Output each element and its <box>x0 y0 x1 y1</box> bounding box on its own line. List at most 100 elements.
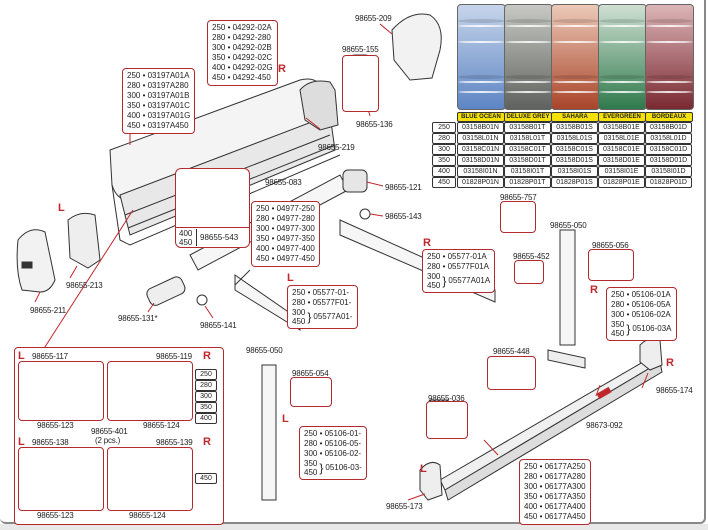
roller-tube-codes: 250 • 04977-250 280 • 04977-280 300 • 04… <box>251 201 320 267</box>
fabric-stripe <box>552 19 599 23</box>
part-label: 98655-143 <box>385 212 422 221</box>
fabric-stripe <box>458 25 505 27</box>
fabric-stripe <box>646 81 693 83</box>
fabric-code-cell: 03158B01T <box>504 122 551 133</box>
part-label: 98655-211 <box>30 306 66 315</box>
part-label: 98655-448 <box>493 347 530 356</box>
fabric-code-cell: 03158I01N <box>457 166 504 177</box>
end-cap-117-box <box>18 361 104 421</box>
size-cell: 250 <box>432 122 456 133</box>
fabric-stripe <box>646 25 693 27</box>
color-name: SAHARA <box>551 112 599 122</box>
part-label: 98655-136 <box>356 120 393 129</box>
fabric-stripe <box>552 75 599 79</box>
fabric-stripe <box>552 81 599 83</box>
size-cell: 400 <box>195 413 217 424</box>
fabric-code-cell: 03158C01T <box>504 144 551 155</box>
part-label: 98655-155 <box>342 45 379 54</box>
side-marker-right: R <box>590 284 598 296</box>
motor-callout-box <box>342 55 379 112</box>
fabric-code-cell: 03158D01E <box>598 155 645 166</box>
part-label: 98655-209 <box>355 14 392 23</box>
part-label: 98655-083 <box>265 178 302 187</box>
fabric-code-cell: 03158I01T <box>504 166 551 177</box>
front-rail-codes: 250 • 06177A250 280 • 06177A280 300 • 06… <box>519 459 591 525</box>
color-name: BORDEAUX <box>645 112 693 122</box>
fabric-code-cell: 03158I01E <box>598 166 645 177</box>
size-cell: 300 <box>195 391 217 402</box>
fabric-stripe <box>458 81 505 83</box>
left-leg-drawing <box>261 364 277 501</box>
fabric-code-cell: 03158D01T <box>504 155 551 166</box>
fabric-stripe <box>599 25 646 27</box>
side-marker-right: R <box>278 63 286 75</box>
part-label: 98655-452 <box>513 252 550 261</box>
color-name: DELUXE GREY <box>504 112 552 122</box>
fabric-code-cell: 03158C01D <box>645 144 692 155</box>
end-cap-138-box <box>18 447 104 511</box>
size-cell: 300 <box>432 144 456 155</box>
side-marker-left: L <box>420 463 427 475</box>
part-label: 98655-054 <box>292 369 329 378</box>
fabric-stripe <box>646 91 693 93</box>
size-cell: 350 <box>432 155 456 166</box>
fabric-stripe <box>458 41 505 43</box>
fabric-stripe <box>646 75 693 79</box>
fabric-stripe <box>505 19 552 23</box>
fabric-code-cell: 01828P01E <box>598 177 645 188</box>
part-label: 98655-121 <box>385 183 422 192</box>
fabric-code-cell: 01828P01T <box>504 177 551 188</box>
fabric-code-cell: 03158L01E <box>598 133 645 144</box>
right-end-cap-drawing <box>299 80 339 131</box>
fabric-stripe <box>505 91 552 93</box>
size-cell: 400 <box>432 166 456 177</box>
bracket-757-box <box>500 201 536 233</box>
bracket-452-box <box>514 260 544 284</box>
part-label: 98655-050 <box>246 346 283 355</box>
part-label: 98655-213 <box>66 281 103 290</box>
size-cell: 350 <box>195 402 217 413</box>
side-marker-left: L <box>282 413 289 425</box>
fabric-code-cell: 01828P01D <box>645 177 692 188</box>
fabric-stripe <box>458 19 505 23</box>
swatch-blue-ocean <box>457 4 506 110</box>
side-marker-left: L <box>287 272 294 284</box>
fabric-code-cell: 03158I01D <box>645 166 692 177</box>
part-label: 98655-050 <box>550 221 587 230</box>
fabric-code-cell: 03158C01N <box>457 144 504 155</box>
part-label: 98655-141 <box>200 321 237 330</box>
fabric-stripe <box>505 81 552 83</box>
case-codes: 250 • 03197A01A 280 • 03197A280 300 • 03… <box>122 68 196 134</box>
fabric-code-cell: 03158L01D <box>645 133 692 144</box>
size-cell: 450 <box>432 177 456 188</box>
fabric-stripe <box>552 41 599 43</box>
fabric-stripe <box>599 75 646 79</box>
fabric-code-cell: 03158L01N <box>457 133 504 144</box>
side-marker-right: R <box>423 237 431 249</box>
left-end-cap-drawing <box>67 212 101 269</box>
bracket-448-box <box>487 356 536 390</box>
size-cell: 250 <box>195 369 217 380</box>
fabric-stripe <box>599 41 646 43</box>
end-caps-panel: L 98655-117 98655-119 R 98655-123 98655-… <box>14 347 224 525</box>
bracket-054-box <box>290 377 332 407</box>
size-cell: 280 <box>432 133 456 144</box>
part-label: 98655-219 <box>318 143 355 152</box>
end-cap-119-box <box>107 361 193 421</box>
fabric-stripe <box>505 41 552 43</box>
fabric-stripe <box>552 91 599 93</box>
fabric-stripe <box>599 91 646 93</box>
fabric-code-cell: 03158D01S <box>551 155 598 166</box>
size-cell: 280 <box>195 380 217 391</box>
fabric-stripe <box>505 25 552 27</box>
fabric-stripe <box>458 91 505 93</box>
part-label: 98673-092 <box>586 421 623 430</box>
part-label: 98655-131* <box>118 314 158 323</box>
right-leg-drawing <box>559 229 576 346</box>
side-marker-left: L <box>58 202 65 214</box>
swatch-bordeaux <box>645 4 694 110</box>
fabric-stripe <box>599 81 646 83</box>
